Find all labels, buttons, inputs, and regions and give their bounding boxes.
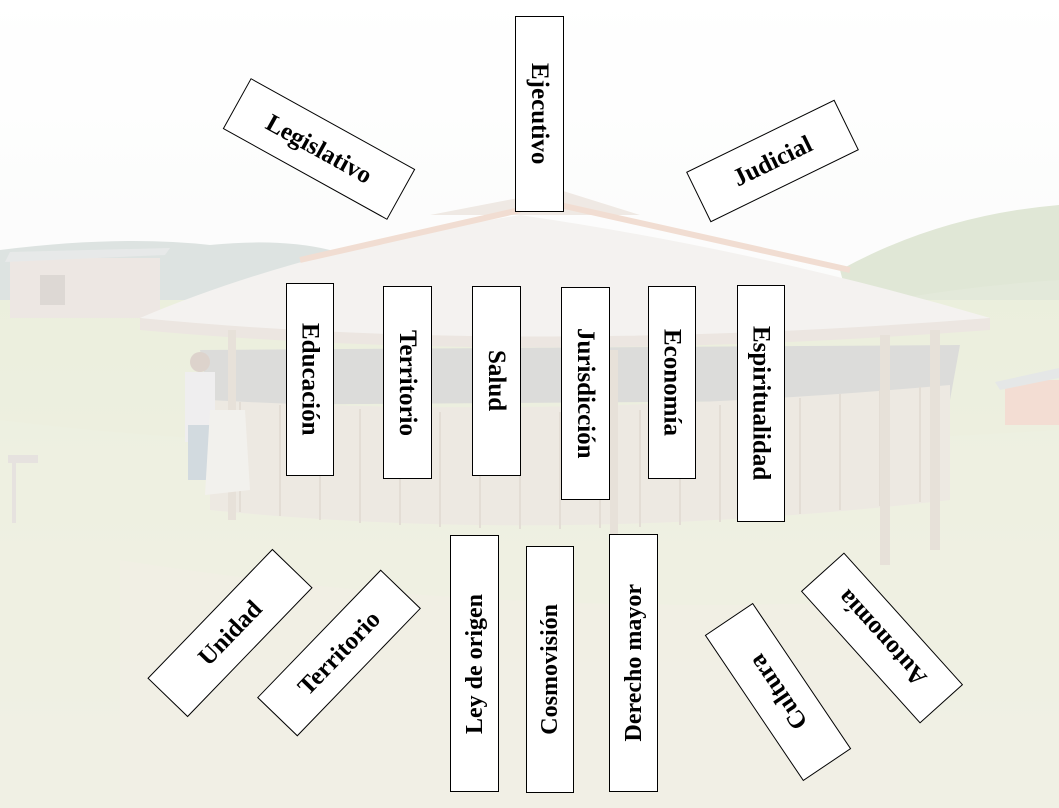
label-ejecutivo: Ejecutivo — [526, 63, 553, 165]
label-ley-de-origen: Ley de origen — [461, 593, 488, 734]
label-educacion: Educación — [296, 323, 324, 436]
box-jurisdiccion: Jurisdicción — [561, 287, 610, 500]
box-economia: Economía — [648, 286, 696, 479]
box-cosmovision: Cosmovisión — [526, 546, 574, 793]
box-espiritualidad: Espiritualidad — [737, 285, 785, 522]
label-espiritualidad: Espiritualidad — [747, 326, 775, 481]
box-ejecutivo: Ejecutivo — [515, 16, 564, 212]
label-derecho-mayor: Derecho mayor — [620, 584, 647, 742]
label-territorio-area: Territorio — [394, 329, 421, 436]
label-economia: Economía — [658, 329, 686, 436]
box-territorio-area: Territorio — [383, 286, 432, 479]
box-salud: Salud — [472, 286, 521, 476]
box-ley-de-origen: Ley de origen — [450, 535, 499, 792]
box-educacion: Educación — [286, 283, 334, 476]
label-salud: Salud — [483, 350, 510, 412]
label-jurisdiccion: Jurisdicción — [572, 328, 599, 459]
label-cosmovision: Cosmovisión — [537, 604, 563, 735]
box-derecho-mayor: Derecho mayor — [609, 534, 658, 792]
